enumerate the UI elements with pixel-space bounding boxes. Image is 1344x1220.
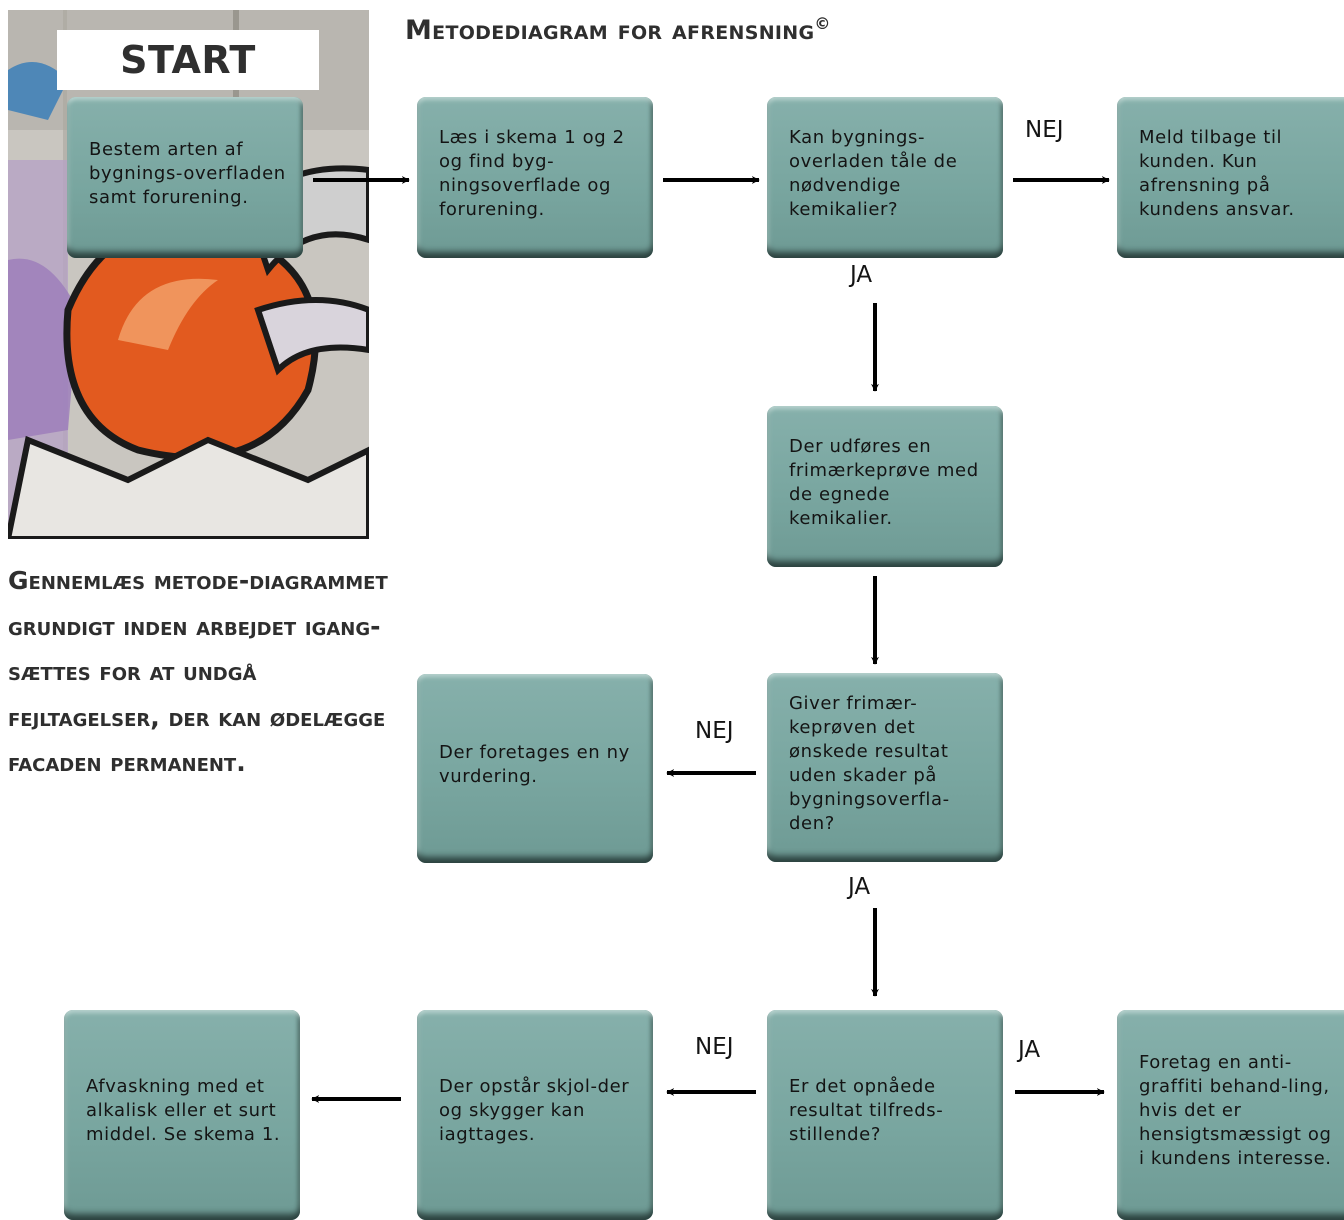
label-nej-satisfactory: NEJ xyxy=(695,1034,734,1060)
step-determine-surface: Bestem arten af bygnings-overfladen samt… xyxy=(67,97,303,258)
step-read-schema: Læs i skema 1 og 2 og find byg-ningsover… xyxy=(417,97,653,258)
label-nej-chemicals: NEJ xyxy=(1025,117,1064,143)
step-report-to-customer: Meld tilbage til kunden. Kun afrensning … xyxy=(1117,97,1344,258)
label-ja-stamp-test: JA xyxy=(848,874,871,900)
instruction-note: Gennemlæs metode-diagrammet grundigt ind… xyxy=(8,566,388,777)
label-ja-chemicals: JA xyxy=(850,262,873,288)
step-alkaline-wash: Afvaskning med et alkalisk eller et surt… xyxy=(64,1010,300,1220)
step-shadows-observed: Der opstår skjol-der og skygger kan iagt… xyxy=(417,1010,653,1220)
start-label: START xyxy=(57,30,319,90)
step-new-assessment: Der foretages en ny vurdering. xyxy=(417,674,653,863)
label-nej-stamp-test: NEJ xyxy=(695,718,734,744)
page-title: Metodediagram for afrensning© xyxy=(405,14,831,46)
decision-stamp-test-result: Giver frimær-keprøven det ønskede result… xyxy=(767,673,1003,862)
decision-tolerate-chemicals: Kan bygnings-overladen tåle de nødvendig… xyxy=(767,97,1003,258)
step-stamp-test: Der udføres en frimærkeprøve med de egne… xyxy=(767,406,1003,567)
decision-result-satisfactory: Er det opnåede resultat tilfreds-stillen… xyxy=(767,1010,1003,1220)
step-anti-graffiti: Foretag en anti-graffiti behand-ling, hv… xyxy=(1117,1010,1344,1220)
label-ja-satisfactory: JA xyxy=(1018,1037,1041,1063)
copyright-mark: © xyxy=(814,14,831,33)
